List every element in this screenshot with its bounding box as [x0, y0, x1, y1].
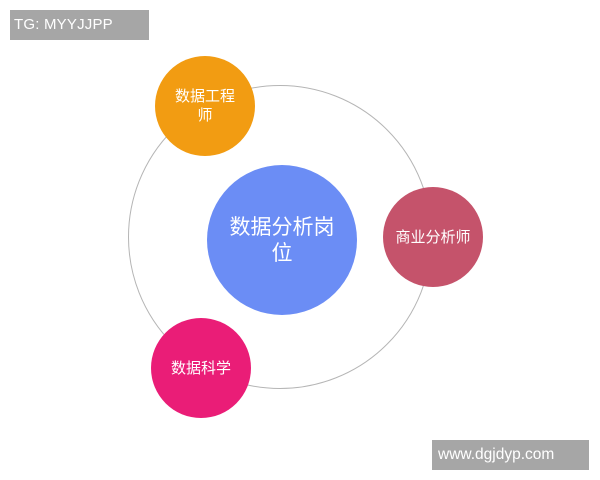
node-label: 商业分析师: [395, 227, 471, 246]
node-label: 数据科学: [170, 358, 231, 377]
node-label: 数据工程师: [174, 87, 235, 124]
node-label: 数据分析岗位: [229, 214, 335, 265]
node-data-engineer: 数据工程师: [155, 56, 255, 156]
node-data-analysis-role: 数据分析岗位: [207, 165, 357, 315]
watermark-top-left: TG: MYYJJPP: [10, 10, 149, 40]
node-data-science: 数据科学: [151, 318, 251, 418]
watermark-bottom-right: www.dgjdyp.com: [432, 440, 589, 470]
node-business-analyst: 商业分析师: [383, 187, 483, 287]
